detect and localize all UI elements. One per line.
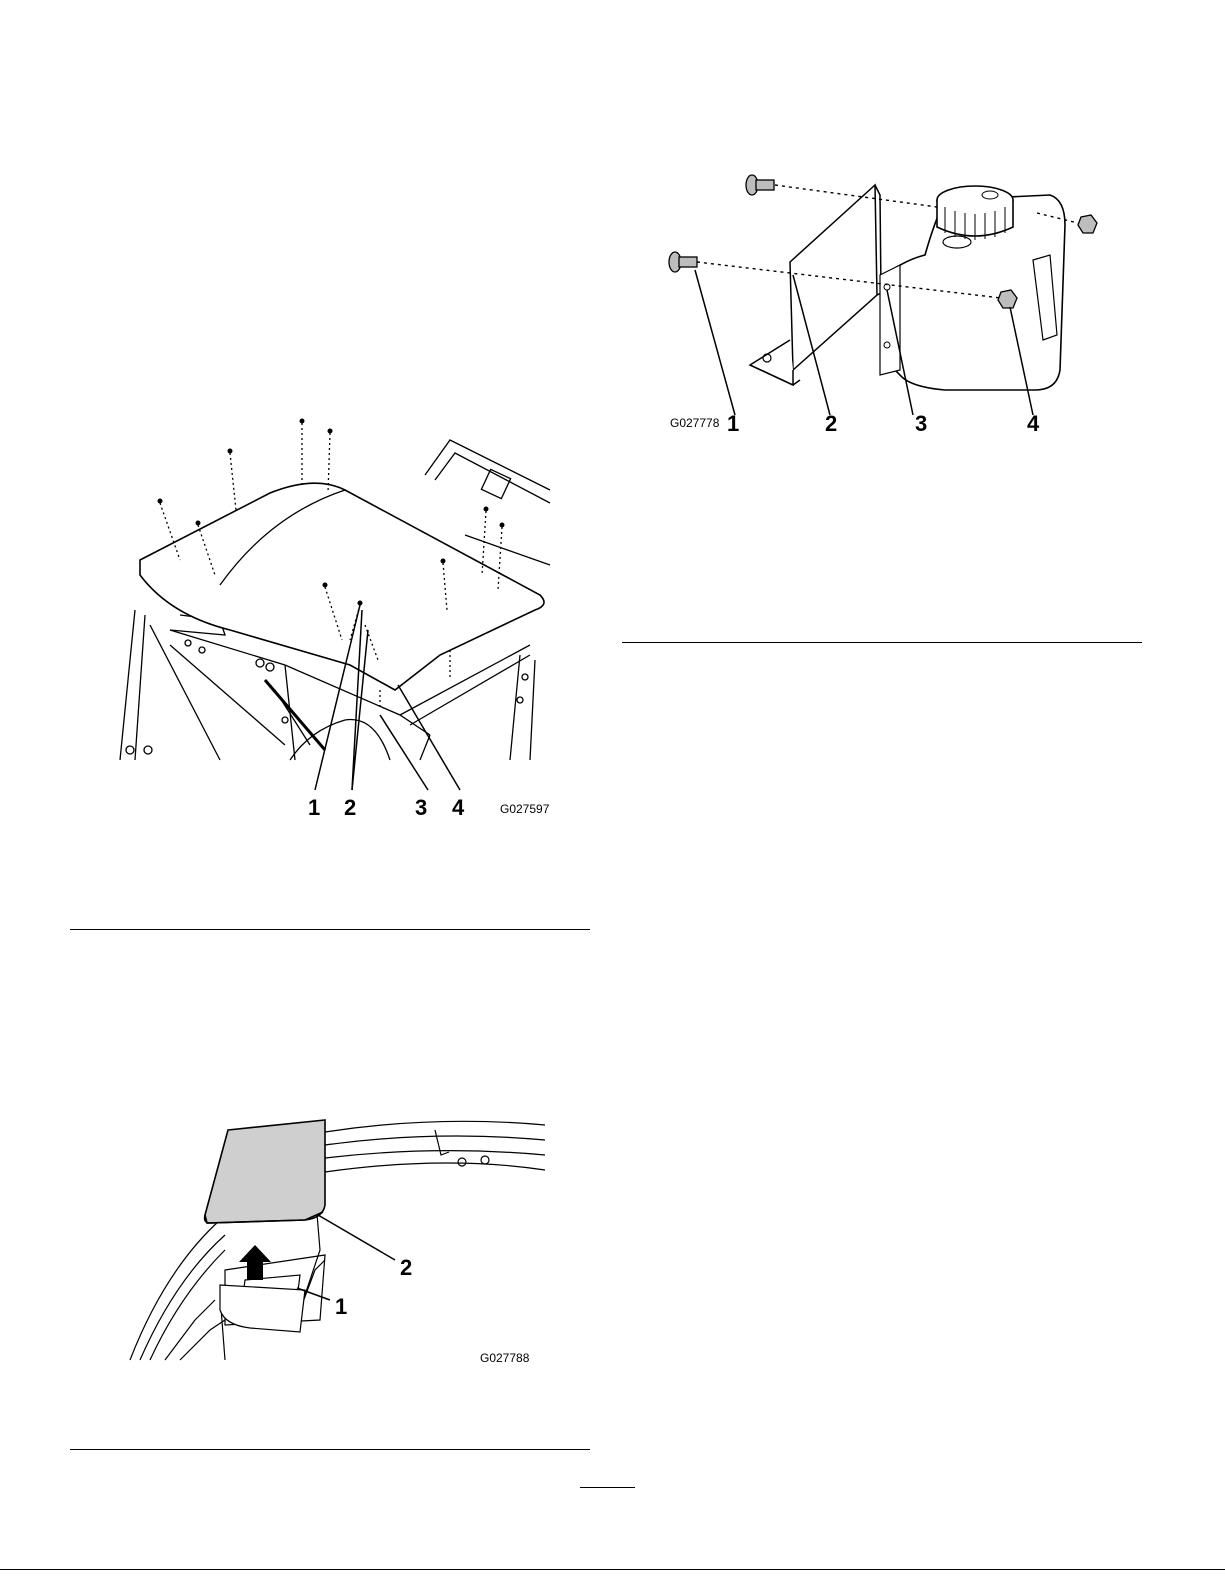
callout-2: 2 <box>400 1255 412 1280</box>
callout-2: 2 <box>825 411 837 436</box>
divider <box>622 642 1142 643</box>
callout-4: 4 <box>452 795 465 820</box>
callout-4: 4 <box>1027 411 1040 436</box>
figure-id: G027778 <box>670 416 720 430</box>
figure-reservoir-bracket: G027778 1 2 3 4 <box>665 165 1115 440</box>
callout-3: 3 <box>415 795 427 820</box>
callout-1: 1 <box>727 411 739 436</box>
callout-1: 1 <box>308 795 320 820</box>
figure-id: G027788 <box>480 1351 530 1365</box>
roof-panel-illustration: 1 2 3 4 G027597 <box>110 415 560 825</box>
callout-2: 2 <box>344 795 356 820</box>
figure-roof-panel: 1 2 3 4 G027597 <box>110 415 560 825</box>
callout-3: 3 <box>915 411 927 436</box>
callout-1: 1 <box>335 1294 347 1319</box>
footer-rule <box>0 1569 1225 1570</box>
divider <box>70 1449 590 1450</box>
access-cover-illustration: 2 1 G027788 <box>125 1110 545 1370</box>
divider <box>70 929 590 930</box>
figure-id: G027597 <box>500 802 550 816</box>
figure-access-cover: 2 1 G027788 <box>125 1110 545 1370</box>
page-number-mark <box>580 1487 635 1488</box>
reservoir-bracket-illustration: G027778 1 2 3 4 <box>665 165 1115 440</box>
